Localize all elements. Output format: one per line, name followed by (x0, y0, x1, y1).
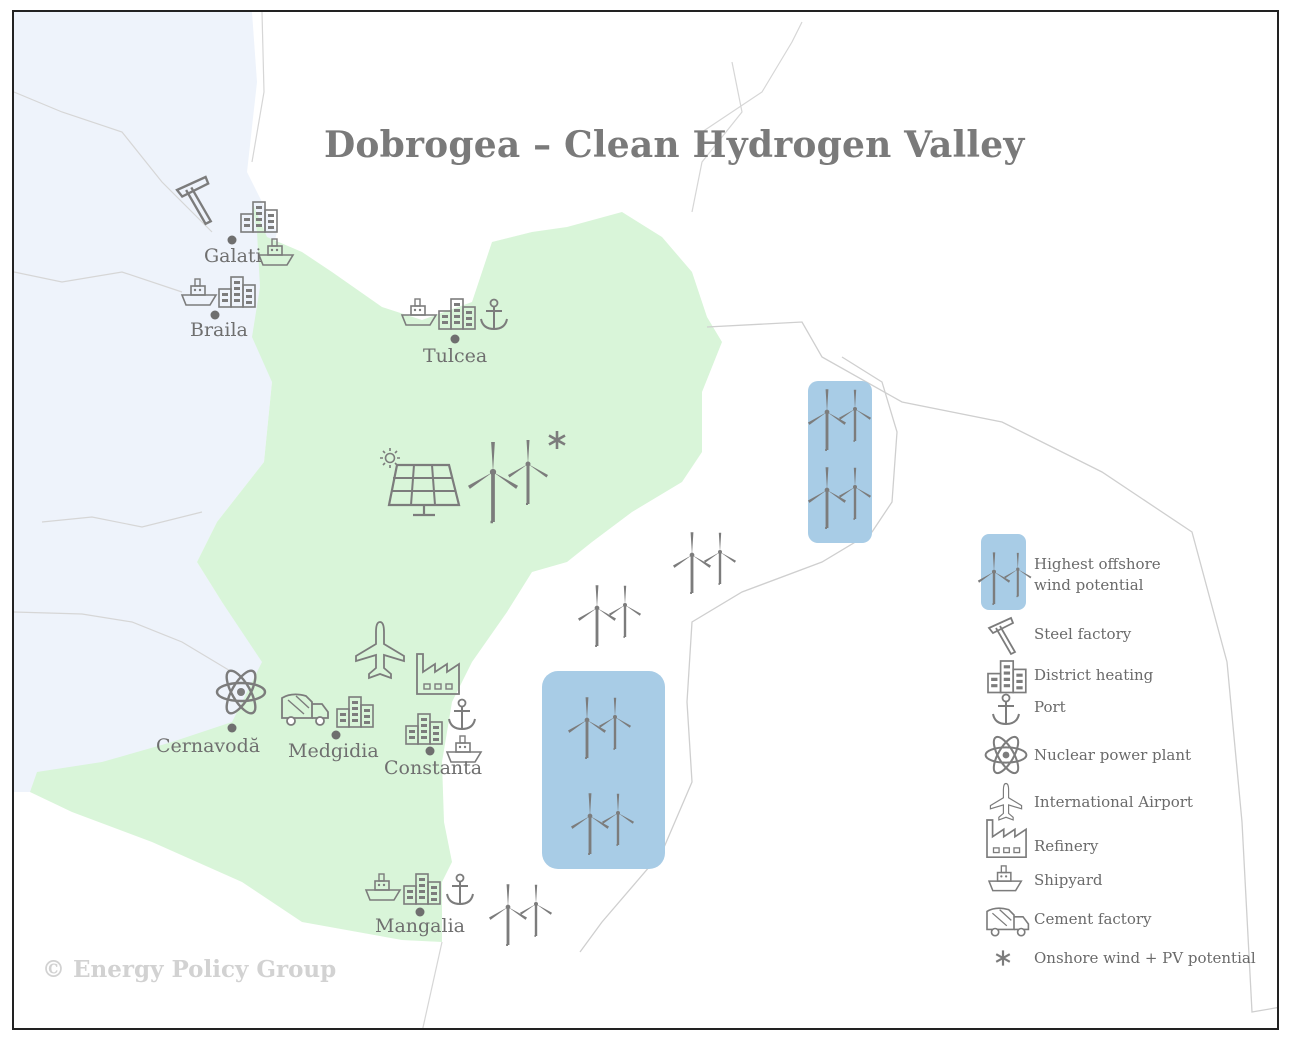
city-marker (415, 907, 425, 917)
city-label-medgidia: Medgidia (288, 740, 379, 762)
city-marker (331, 730, 341, 740)
city-label-galati: Galati (204, 245, 262, 267)
legend-label-port: Port (1034, 698, 1066, 716)
legend-label-cement: Cement factory (1034, 910, 1152, 928)
legend-label-offshore: Highest offshore wind potential (1034, 554, 1161, 596)
legend-label-district-heating: District heating (1034, 666, 1154, 684)
atom-icon (984, 732, 1028, 778)
hammer-icon (988, 617, 1016, 655)
legend-label-nuclear: Nuclear power plant (1034, 746, 1192, 764)
neighbour-land (14, 12, 277, 792)
dobrogea-region (30, 202, 722, 942)
offshore-zone-south (542, 671, 665, 869)
river-lines (14, 12, 803, 1028)
city-marker (227, 723, 237, 733)
legend-offshore-line1: Highest offshore (1034, 555, 1161, 573)
copyright-notice: © Energy Policy Group (42, 956, 337, 983)
anchor-icon (446, 873, 474, 905)
map-frame: Dobrogea – Clean Hydrogen Valley Galati … (12, 10, 1279, 1030)
legend-label-onshore: Onshore wind + PV potential (1034, 949, 1256, 967)
map-canvas (14, 12, 1277, 1028)
factory-icon (986, 819, 1027, 859)
city-label-constanta: Constanta (384, 757, 483, 779)
city-label-braila: Braila (190, 319, 248, 341)
legend-label-airport: International Airport (1034, 793, 1193, 811)
wind-turbine-icon (489, 884, 552, 945)
wind-turbine-icon (673, 532, 736, 593)
anchor-icon (992, 693, 1020, 725)
legend-offshore-line2: wind potential (1034, 576, 1144, 594)
legend-offshore-swatch (981, 534, 1026, 610)
airplane-icon (989, 782, 1023, 821)
legend-label-shipyard: Shipyard (1034, 871, 1103, 889)
ship-icon (988, 865, 1023, 892)
city-label-cernavoda: Cernavodă (156, 735, 261, 757)
city-marker (227, 235, 237, 245)
legend-label-steel: Steel factory (1034, 625, 1132, 643)
offshore-zone-north (808, 381, 872, 543)
eez-boundary (706, 321, 1277, 1013)
city-label-mangalia: Mangalia (375, 915, 465, 937)
anchor-icon (448, 698, 476, 730)
city-marker (450, 334, 460, 344)
map-title: Dobrogea – Clean Hydrogen Valley (324, 124, 1025, 166)
asterisk-icon (995, 949, 1011, 967)
city-label-tulcea: Tulcea (423, 345, 488, 367)
cement-truck-icon (986, 907, 1030, 937)
legend-label-refinery: Refinery (1034, 837, 1099, 855)
city-marker (210, 310, 220, 320)
wind-turbine-icon (578, 585, 641, 646)
buildings-icon (987, 660, 1027, 694)
city-marker (425, 746, 435, 756)
